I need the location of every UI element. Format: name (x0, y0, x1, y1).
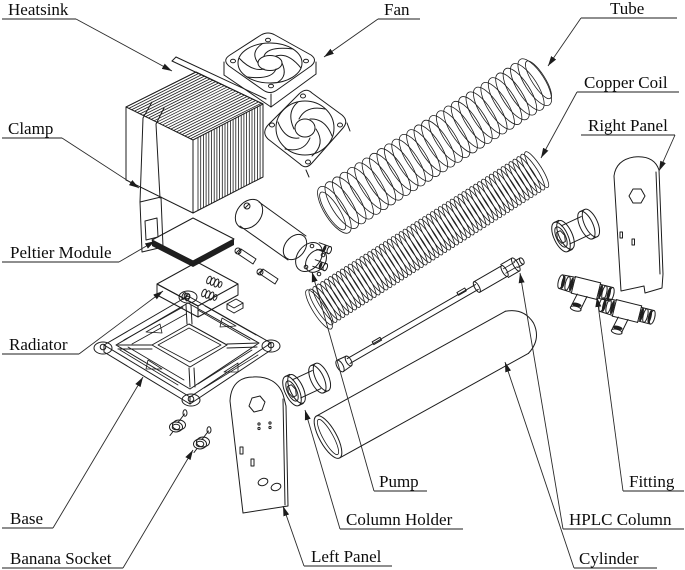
fan2-drawing (264, 89, 351, 178)
label-left-panel: Left Panel (282, 505, 392, 567)
fitting-label: Fitting (629, 472, 675, 491)
copper-coil-leader (540, 91, 578, 159)
base-leader (52, 376, 144, 529)
label-pump: Pump (311, 271, 427, 492)
pump-drawing (234, 198, 333, 285)
radiator-leader (78, 290, 164, 355)
banana-socket-leader (122, 449, 194, 569)
copper-coil-label: Copper Coil (584, 73, 668, 92)
base-drawing (93, 290, 281, 407)
clamp-label: Clamp (8, 119, 53, 138)
cylinder-drawing (313, 310, 538, 459)
label-cylinder: Cylinder (504, 361, 657, 569)
hplc-column-drawing (335, 257, 525, 373)
spool2-drawing (547, 205, 605, 255)
clamp-leader (61, 137, 140, 189)
label-banana-socket: Banana Socket (2, 449, 194, 569)
tube-label: Tube (610, 0, 644, 18)
pump-label: Pump (379, 472, 419, 491)
fan-leader (323, 18, 379, 58)
right-panel-leader (658, 134, 676, 172)
hplc-column-label: HPLC Column (569, 510, 672, 529)
pump-leader (311, 271, 375, 492)
left-panel-drawing (229, 376, 289, 514)
label-heatsink: Heatsink (2, 0, 173, 72)
label-clamp: Clamp (2, 119, 140, 189)
banana-socket-label: Banana Socket (10, 549, 112, 568)
tube-leader (547, 17, 582, 67)
column-holder-leader (304, 409, 341, 530)
label-hplc-column: HPLC Column (518, 272, 684, 530)
peltier-module-leader (118, 240, 156, 263)
peltier-module-label: Peltier Module (10, 243, 112, 262)
label-right-panel: Right Panel (581, 116, 676, 172)
right-panel-label: Right Panel (588, 116, 668, 135)
peltier-module-drawing (151, 217, 235, 267)
label-copper-coil: Copper Coil (540, 73, 679, 159)
column-holder-drawing (278, 359, 336, 409)
fan1-drawing (223, 32, 317, 108)
heatsink-leader (75, 18, 173, 72)
left-panel-label: Left Panel (311, 547, 382, 566)
column-holder-label: Column Holder (346, 510, 453, 529)
heatsink-drawing (125, 56, 267, 214)
banana-socket-drawing (169, 409, 212, 453)
radiator-label: Radiator (9, 335, 68, 354)
cylinder-label: Cylinder (579, 549, 639, 568)
copper-coil-drawing (305, 151, 550, 330)
base-label: Base (10, 509, 43, 528)
heatsink-label: Heatsink (8, 0, 69, 19)
label-radiator: Radiator (2, 290, 164, 355)
cylinder-leader (504, 361, 575, 569)
fitting-leader (595, 296, 624, 492)
label-column-holder: Column Holder (304, 409, 463, 530)
fitting-drawing (551, 272, 658, 343)
left-panel-leader (282, 505, 305, 567)
tube-coil-drawing (317, 58, 552, 234)
hplc-column-leader (518, 272, 564, 530)
fan-label: Fan (384, 0, 410, 19)
label-tube: Tube (547, 0, 677, 67)
label-fan: Fan (323, 0, 420, 58)
label-fitting: Fitting (595, 296, 684, 492)
right-panel-drawing (613, 156, 664, 294)
clamp-drawing (139, 101, 165, 253)
label-peltier-module: Peltier Module (2, 240, 156, 263)
label-base: Base (2, 376, 144, 529)
